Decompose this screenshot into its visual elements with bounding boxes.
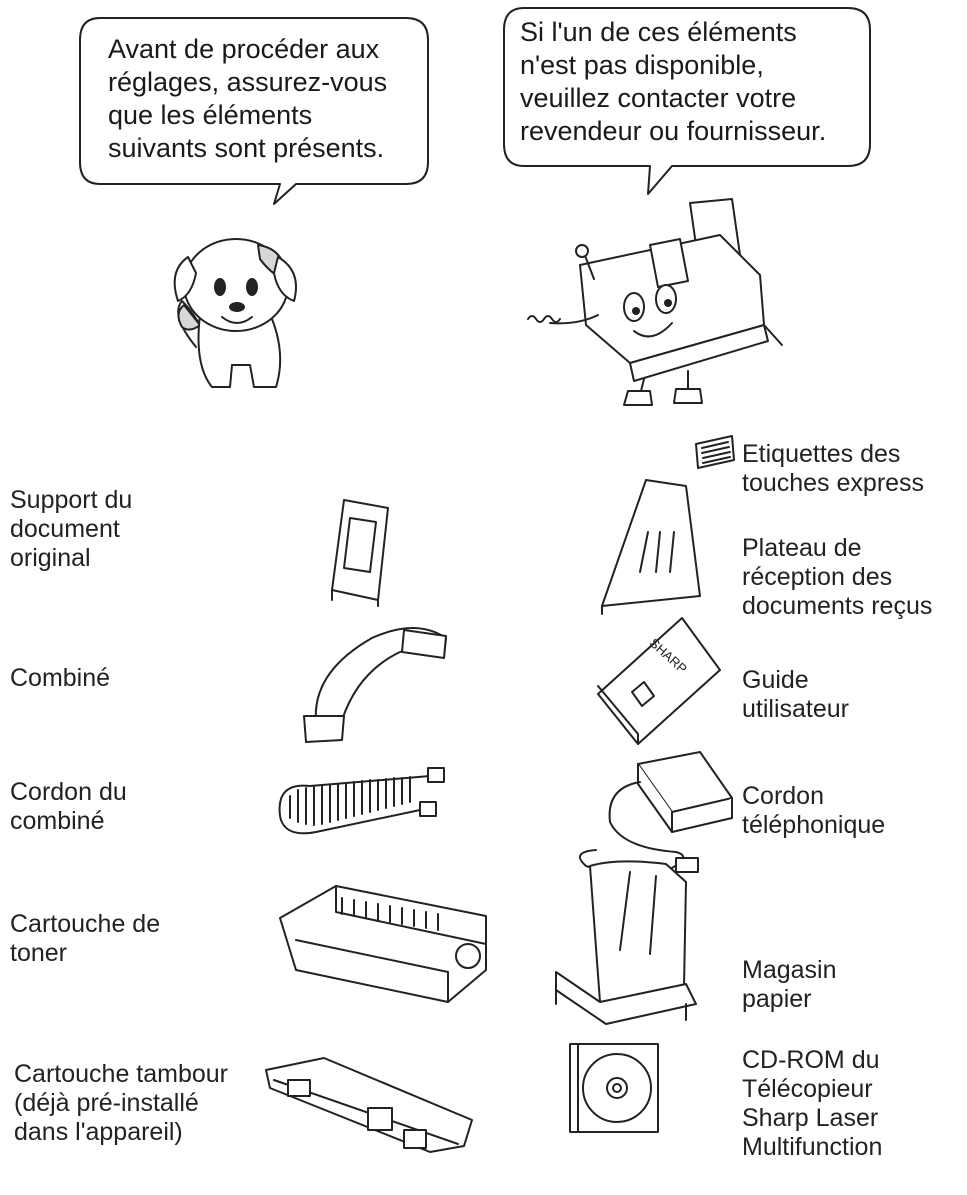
speed-dial-labels-icon (692, 434, 736, 470)
telephone-cord-label: Cordon téléphonique (742, 782, 886, 839)
paper-tray-icon (546, 854, 704, 1030)
receive-tray-icon (596, 476, 708, 616)
user-guide-label: Guide utilisateur (742, 666, 849, 723)
speech-bubble-right-text: Si l'un de ces éléments n'est pas dispon… (520, 17, 827, 146)
speech-bubble-left-text: Avant de procéder aux réglages, assurez-… (108, 34, 388, 163)
handset-icon (296, 616, 456, 746)
speech-bubble-right (500, 4, 880, 204)
paper-tray-label: Magasin papier (742, 956, 837, 1013)
cdrom-label: CD-ROM du Télécopieur Sharp Laser Multif… (742, 1046, 883, 1161)
fax-machine-mascot-icon (520, 195, 790, 415)
handset-cord-label: Cordon du combiné (10, 778, 127, 835)
document-support-icon (326, 496, 406, 606)
handset-label: Combiné (10, 664, 111, 692)
puppy-mascot-icon (160, 215, 310, 405)
user-guide-icon (592, 614, 726, 748)
drum-cartridge-label: Cartouche tambour (déjà pré-installé dan… (14, 1060, 229, 1146)
receive-tray-label: Plateau de réception des documents reçus (742, 534, 933, 620)
toner-cartridge-label: Cartouche de toner (10, 910, 161, 967)
document-support-label: Support du document original (10, 486, 133, 572)
handset-cord-icon (270, 762, 470, 842)
toner-cartridge-icon (272, 880, 496, 1006)
drum-cartridge-icon (262, 1050, 482, 1160)
telephone-cord-icon (566, 748, 738, 884)
speed-dial-labels-label: Etiquettes des touches express (742, 440, 925, 497)
cdrom-icon (567, 1041, 663, 1137)
speech-bubble-left (76, 14, 436, 214)
